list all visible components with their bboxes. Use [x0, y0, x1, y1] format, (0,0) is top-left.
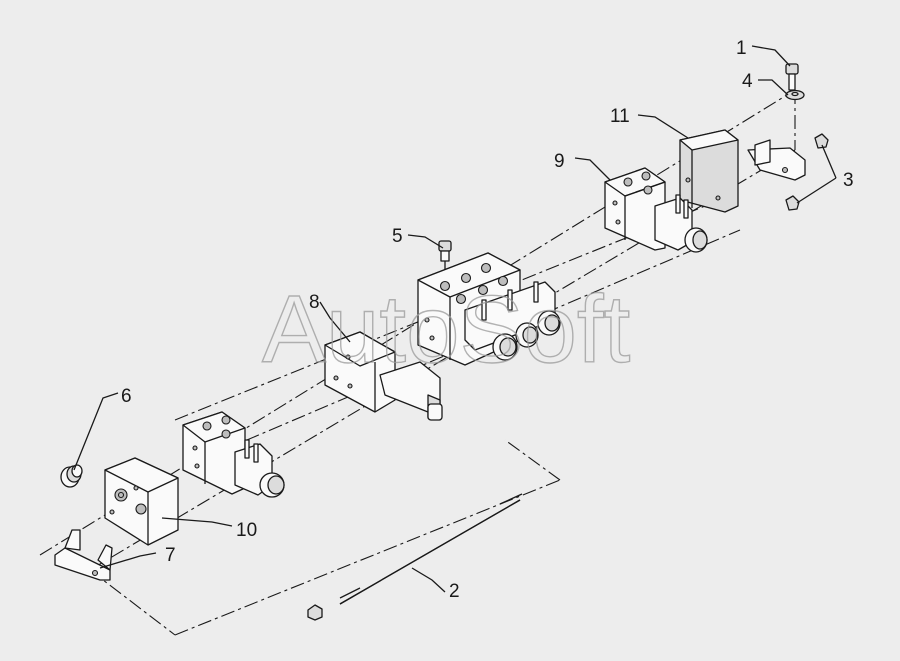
part-relief-valve — [324, 331, 443, 421]
part-end-block — [104, 457, 179, 546]
part-main-valve-block — [417, 252, 561, 366]
callout-3: 3 — [843, 170, 854, 191]
part-valve-upper — [604, 167, 708, 253]
callout-8: 8 — [309, 292, 320, 313]
callout-7: 7 — [165, 545, 176, 566]
callout-11: 11 — [610, 106, 630, 127]
leader-lines — [73, 45, 837, 593]
callout-9: 9 — [554, 151, 565, 172]
part-bolt-washer — [785, 63, 805, 101]
watermark-text: AutoSoft — [262, 276, 630, 383]
part-threaded-rod — [307, 493, 523, 621]
part-valve-lower — [182, 411, 285, 498]
callout-4: 4 — [742, 71, 753, 92]
callout-5: 5 — [392, 226, 403, 247]
callout-6: 6 — [121, 386, 132, 407]
part-plate — [679, 129, 739, 213]
callout-10: 10 — [236, 520, 257, 541]
callout-1: 1 — [736, 38, 747, 59]
part-plug — [60, 464, 83, 488]
part-bracket-left — [54, 529, 113, 581]
part-bracket-right — [747, 133, 829, 211]
callout-2: 2 — [449, 581, 460, 602]
